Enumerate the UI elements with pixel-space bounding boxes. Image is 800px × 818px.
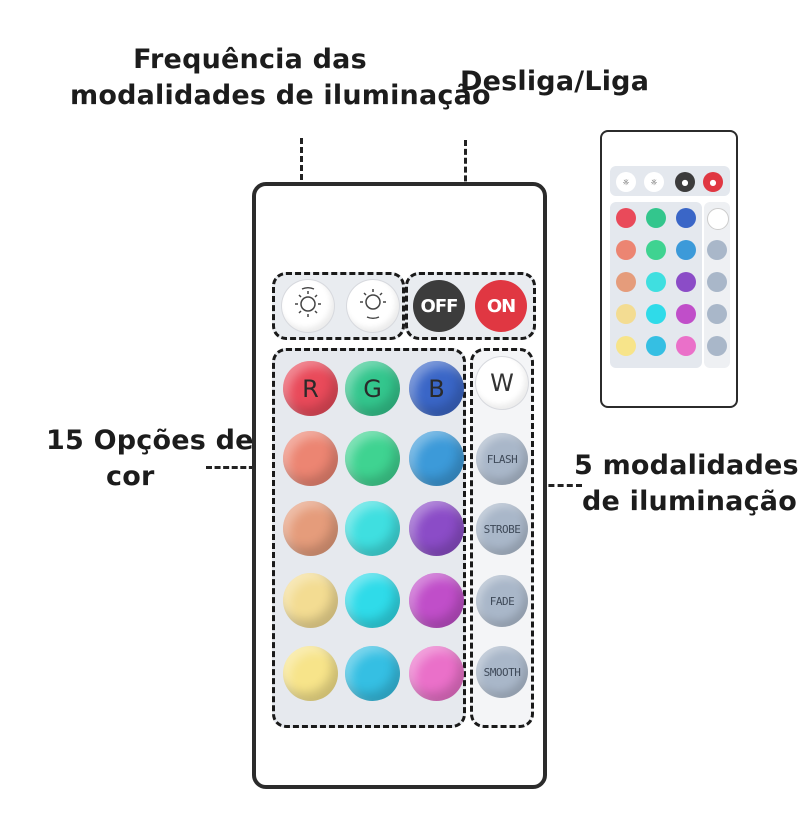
color-button[interactable] [283, 573, 338, 628]
color-button[interactable] [409, 431, 464, 486]
speed-down-icon [355, 286, 391, 326]
colors-label: 15 Opções de cor [46, 425, 254, 492]
mini-color [676, 304, 696, 324]
modes-group: W FLASH STROBE FADE SMOOTH [470, 348, 534, 728]
mini-color [616, 240, 636, 260]
color-group: R G B [272, 348, 466, 728]
color-button[interactable] [283, 501, 338, 556]
speed-up-icon [290, 286, 326, 326]
remote-control: OFF ON R G B W [252, 182, 547, 789]
mini-off-button: ● [675, 172, 695, 192]
color-button[interactable] [409, 573, 464, 628]
white-button[interactable]: W [476, 357, 528, 409]
speed-up-button[interactable] [282, 280, 334, 332]
mini-color [616, 272, 636, 292]
red-button[interactable]: R [283, 361, 338, 416]
off-button[interactable]: OFF [413, 280, 465, 332]
speed-down-button[interactable] [347, 280, 399, 332]
modes-label: 5 modalidades de iluminação [574, 450, 799, 517]
mini-on-button: ● [703, 172, 723, 192]
mini-remote-preview: ☼ ☼ ● ● [600, 130, 738, 408]
frequency-group [272, 272, 405, 340]
mini-color [676, 208, 696, 228]
onoff-group: OFF ON [405, 272, 536, 340]
color-button[interactable] [409, 501, 464, 556]
colors-connector [206, 466, 272, 469]
mini-mode [707, 240, 727, 260]
green-button[interactable]: G [345, 361, 400, 416]
mini-color [646, 336, 666, 356]
mini-speed-up-icon: ☼ [616, 172, 636, 192]
color-button[interactable] [345, 646, 400, 701]
modes-connector [530, 484, 582, 487]
frequency-label: Frequência das modalidades de iluminação [70, 44, 491, 111]
mini-color [646, 240, 666, 260]
smooth-button[interactable]: SMOOTH [476, 646, 528, 698]
mini-color [676, 336, 696, 356]
mini-speed-down-icon: ☼ [644, 172, 664, 192]
on-button[interactable]: ON [475, 280, 527, 332]
blue-button[interactable]: B [409, 361, 464, 416]
color-button[interactable] [345, 501, 400, 556]
mini-color [646, 208, 666, 228]
mini-color [616, 304, 636, 324]
mini-mode [707, 304, 727, 324]
color-button[interactable] [283, 431, 338, 486]
onoff-label: Desliga/Liga [460, 66, 650, 97]
flash-button[interactable]: FLASH [476, 433, 528, 485]
mini-mode [707, 272, 727, 292]
mini-white [707, 208, 729, 230]
mini-mode [707, 336, 727, 356]
mini-color [676, 240, 696, 260]
color-button[interactable] [283, 646, 338, 701]
fade-button[interactable]: FADE [476, 575, 528, 627]
mini-color [616, 336, 636, 356]
mini-color [646, 272, 666, 292]
strobe-button[interactable]: STROBE [476, 503, 528, 555]
color-button[interactable] [409, 646, 464, 701]
mini-color [646, 304, 666, 324]
color-button[interactable] [345, 431, 400, 486]
mini-color [616, 208, 636, 228]
color-button[interactable] [345, 573, 400, 628]
mini-color [676, 272, 696, 292]
